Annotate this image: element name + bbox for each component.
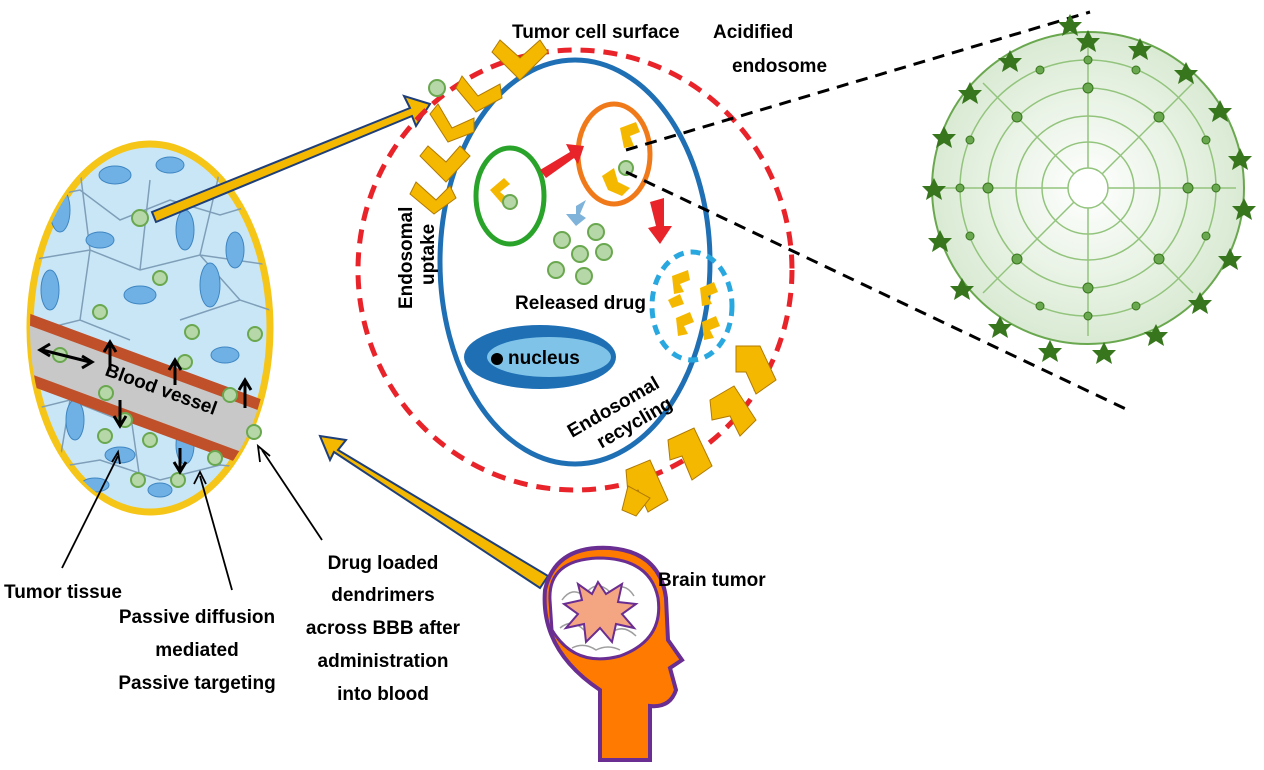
dendrimer-structure [922,14,1256,364]
drug-label-1: Drug loaded [328,553,439,574]
endosome-label: endosome [732,56,827,77]
drug-label-2: dendrimers [331,585,434,606]
tumor-tissue-view: Blood vessel [26,140,274,516]
dendrimer-outside [428,79,446,97]
diffusion-arrows [37,339,253,475]
dendrimer-nodes [955,55,1221,321]
brain-tumor-label: Brain tumor [658,570,766,591]
tumor-tissue-label: Tumor tissue [4,582,122,603]
recycling-endosome [649,249,735,363]
released-drug-label: Released drug [515,293,646,314]
head-with-brain-tumor [542,545,685,762]
passive-label-1: Passive diffusion [119,607,275,628]
passive-label-2: mediated [155,640,238,661]
drug-label-3: across BBB after [306,618,461,639]
dendrimer-surface-ligands [922,14,1256,364]
surface-receptors [409,39,777,517]
arrow-brain-to-tissue [318,434,550,590]
zoom-lines [625,10,1129,412]
tumor-cell-surface-label: Tumor cell surface [512,22,680,43]
acidified-label: Acidified [713,22,793,43]
svg-text:uptake: uptake [418,224,439,285]
dendrimer-generations [940,40,1236,336]
arrow-to-recycle [648,198,672,244]
drug-label-4: administration [318,651,449,672]
nucleus-inner [487,337,611,377]
early-endosome [473,145,547,247]
nucleus-label: nucleus [508,348,580,369]
cell-membrane [355,47,795,493]
svg-text:Endosomal: Endosomal [396,207,417,309]
recycling-receptors [668,270,720,340]
brain-tumor-mass [561,580,639,645]
arrow-to-acid [540,144,584,178]
released-drug-particles [547,223,613,285]
endosomal-uptake-label: Endosomal uptake [396,207,439,309]
drug-label-5: into blood [337,684,429,705]
tumor-cell: Released drug nucleus Endosomal uptake E… [355,39,795,517]
endosome-dendrimer [502,194,518,210]
callout-lines [61,443,323,591]
passive-label-3: Passive targeting [118,673,275,694]
nucleolus [491,353,503,365]
arrow-release [566,200,586,226]
